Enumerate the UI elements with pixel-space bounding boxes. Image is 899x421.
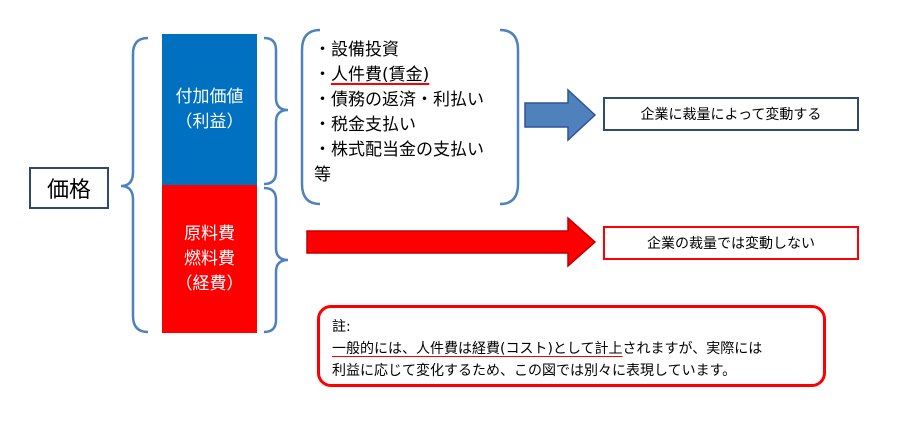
result-box-fixed: 企業の裁量では変動しない — [603, 226, 859, 260]
note-box: 註: 一般的には、人件費は経費(コスト)として計上されますが、実際には 利益に応… — [317, 305, 826, 387]
wage-text: 人件費(賃金) — [331, 65, 430, 85]
usage-item-etc: 等 — [314, 165, 331, 185]
usage-item-debt: ・債務の返済・利払い — [314, 90, 484, 110]
note-label: 註: — [332, 319, 351, 335]
note-underlined-text: 一般的には、人件費は経費(コスト)として計上 — [332, 341, 623, 357]
right-arrow-red-icon — [306, 216, 597, 268]
usage-list: ・設備投資 ・人件費(賃金) ・債務の返済・利払い ・税金支払い ・株式配当金の… — [314, 38, 514, 188]
result-varies-text: 企業に裁量によって変動する — [640, 107, 822, 123]
usage-item-dividend: ・株式配当金の支払い — [314, 140, 484, 160]
profit-brace-icon — [263, 36, 289, 186]
usage-item-tax: ・税金支払い — [314, 115, 416, 135]
usage-item-wages: ・人件費(賃金) — [314, 63, 514, 88]
price-box: 価格 — [29, 167, 109, 209]
cost-brace-icon — [263, 186, 289, 334]
result-box-varies: 企業に裁量によって変動する — [603, 97, 859, 131]
profit-block-line2: （利益） — [175, 111, 244, 132]
left-curly-brace-icon — [120, 36, 149, 334]
right-arrow-blue-icon — [524, 88, 597, 142]
cost-block: 原料費 燃料費 （経費） — [162, 185, 257, 333]
cost-block-line3: （経費） — [175, 273, 244, 294]
result-fixed-text: 企業の裁量では変動しない — [647, 236, 815, 252]
profit-block: 付加価値 （利益） — [162, 34, 257, 185]
note-line3: 利益に応じて変化するため、この図では別々に表現しています。 — [332, 363, 737, 379]
wage-prefix: ・ — [314, 65, 331, 85]
cost-block-line1: 原料費 — [184, 223, 235, 244]
cost-block-line2: 燃料費 — [184, 248, 235, 269]
note-line2: 一般的には、人件費は経費(コスト)として計上されますが、実際には — [332, 338, 811, 360]
profit-block-line1: 付加価値 — [175, 86, 244, 107]
list-bracket-icon — [300, 28, 520, 206]
price-label: 価格 — [46, 178, 91, 203]
note-line2-rest: されますが、実際には — [622, 341, 763, 357]
usage-item-capex: ・設備投資 — [314, 40, 399, 60]
